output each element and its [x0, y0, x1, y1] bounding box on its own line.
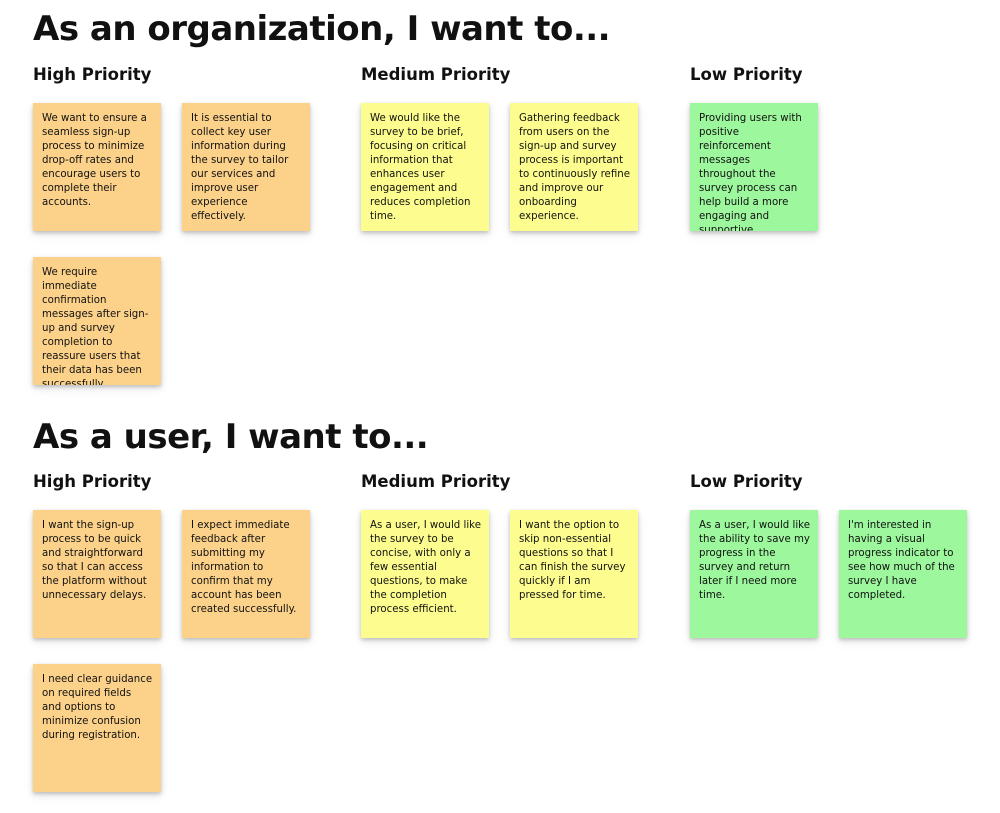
sticky-note[interactable]: I expect immediate feedback after submit…	[182, 510, 310, 638]
sticky-note[interactable]: I need clear guidance on required fields…	[33, 664, 161, 792]
sticky-note[interactable]: Gathering feedback from users on the sig…	[510, 103, 638, 231]
sticky-note[interactable]: We would like the survey to be brief, fo…	[361, 103, 489, 231]
sticky-note[interactable]: I want the sign-up process to be quick a…	[33, 510, 161, 638]
sticky-note-text: I'm interested in having a visual progre…	[848, 520, 955, 601]
sticky-note-text: We would like the survey to be brief, fo…	[370, 113, 471, 222]
sticky-note-text: We want to ensure a seamless sign-up pro…	[42, 113, 147, 208]
sticky-note[interactable]: I'm interested in having a visual progre…	[839, 510, 967, 638]
section-title-user: As a user, I want to...	[33, 417, 429, 457]
column-title-medium-priority: Medium Priority	[361, 472, 511, 491]
sticky-note[interactable]: Providing users with positive reinforcem…	[690, 103, 818, 231]
sticky-note[interactable]: As a user, I would like the ability to s…	[690, 510, 818, 638]
sticky-note-text: As a user, I would like the survey to be…	[370, 520, 481, 615]
sticky-note-text: As a user, I would like the ability to s…	[699, 520, 810, 601]
column-title-high-priority: High Priority	[33, 472, 152, 491]
column-title-medium-priority: Medium Priority	[361, 65, 511, 84]
sticky-note-text: I want the sign-up process to be quick a…	[42, 520, 147, 601]
sticky-note-text: We require immediate confirmation messag…	[42, 267, 149, 385]
sticky-note[interactable]: I want the option to skip non-essential …	[510, 510, 638, 638]
column-title-low-priority: Low Priority	[690, 65, 803, 84]
sticky-note-text: Gathering feedback from users on the sig…	[519, 113, 630, 222]
sticky-note-text: It is essential to collect key user info…	[191, 113, 289, 222]
column-title-high-priority: High Priority	[33, 65, 152, 84]
column-title-low-priority: Low Priority	[690, 472, 803, 491]
sticky-note-text: Providing users with positive reinforcem…	[699, 113, 802, 231]
sticky-note-text: I need clear guidance on required fields…	[42, 674, 153, 741]
section-title-organization: As an organization, I want to...	[33, 9, 611, 49]
sticky-note-text: I expect immediate feedback after submit…	[191, 520, 297, 615]
sticky-note[interactable]: As a user, I would like the survey to be…	[361, 510, 489, 638]
sticky-note-text: I want the option to skip non-essential …	[519, 520, 626, 601]
sticky-note[interactable]: We require immediate confirmation messag…	[33, 257, 161, 385]
sticky-note[interactable]: We want to ensure a seamless sign-up pro…	[33, 103, 161, 231]
sticky-note[interactable]: It is essential to collect key user info…	[182, 103, 310, 231]
